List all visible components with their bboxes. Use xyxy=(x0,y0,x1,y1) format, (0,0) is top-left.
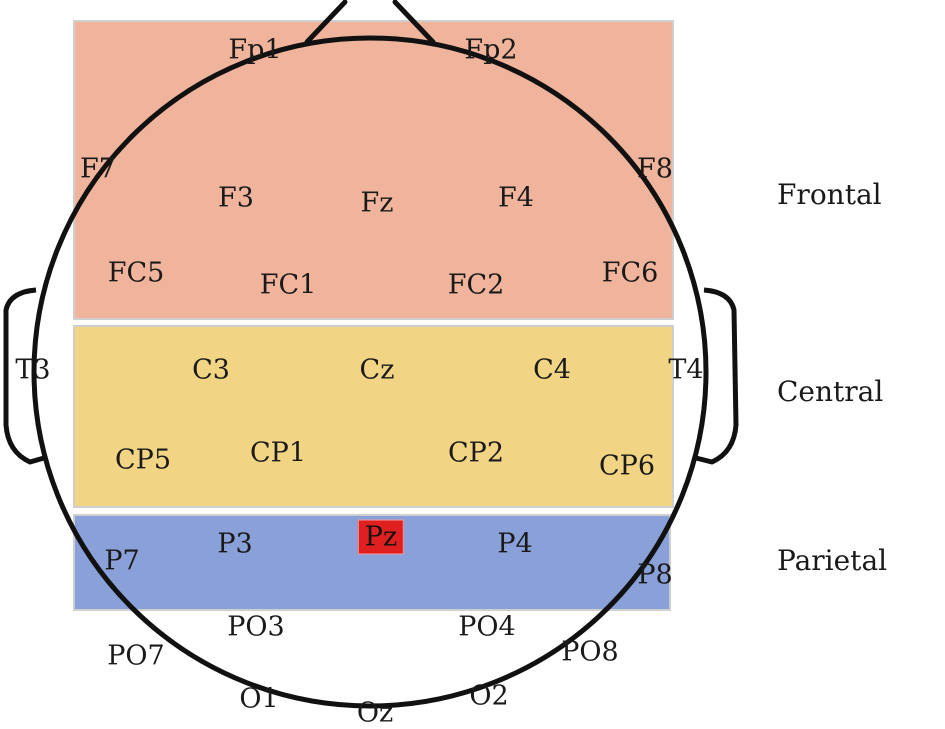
electrode-f8: F8 xyxy=(637,153,673,185)
electrode-po3: PO3 xyxy=(227,611,285,643)
electrode-po8: PO8 xyxy=(561,636,619,668)
electrode-po7: PO7 xyxy=(107,640,165,672)
electrode-c4: C4 xyxy=(533,354,571,386)
electrode-fp1: Fp1 xyxy=(228,34,282,66)
electrode-o1: O1 xyxy=(239,683,279,715)
electrode-fc1: FC1 xyxy=(259,269,317,301)
electrode-po4: PO4 xyxy=(458,611,516,643)
electrode-c3: C3 xyxy=(192,354,230,386)
electrode-oz: Oz xyxy=(356,697,394,729)
electrode-cz: Cz xyxy=(359,354,395,386)
electrode-f3: F3 xyxy=(218,182,254,214)
electrode-t3: T3 xyxy=(15,354,51,386)
electrode-fc2: FC2 xyxy=(447,269,505,301)
electrode-p8: P8 xyxy=(637,559,673,591)
electrode-t4: T4 xyxy=(668,354,704,386)
electrode-f4: F4 xyxy=(498,182,534,214)
electrode-fc5: FC5 xyxy=(107,257,165,289)
electrode-pz-highlighted: Pz xyxy=(357,519,405,555)
electrode-p3: P3 xyxy=(217,528,253,560)
electrode-fz: Fz xyxy=(360,187,394,219)
electrode-fc6: FC6 xyxy=(601,257,659,289)
electrode-o2: O2 xyxy=(469,680,509,712)
frontal-label: Frontal xyxy=(777,178,882,211)
central-region xyxy=(73,325,674,508)
central-label: Central xyxy=(777,375,884,408)
electrode-p7: P7 xyxy=(104,545,140,577)
electrode-p4: P4 xyxy=(497,528,533,560)
electrode-cp2: CP2 xyxy=(447,437,505,469)
electrode-cp5: CP5 xyxy=(114,444,172,476)
parietal-label: Parietal xyxy=(777,544,888,577)
electrode-cp6: CP6 xyxy=(598,450,656,482)
electrode-f7: F7 xyxy=(80,153,116,185)
electrode-cp1: CP1 xyxy=(249,437,307,469)
electrode-fp2: Fp2 xyxy=(464,34,518,66)
